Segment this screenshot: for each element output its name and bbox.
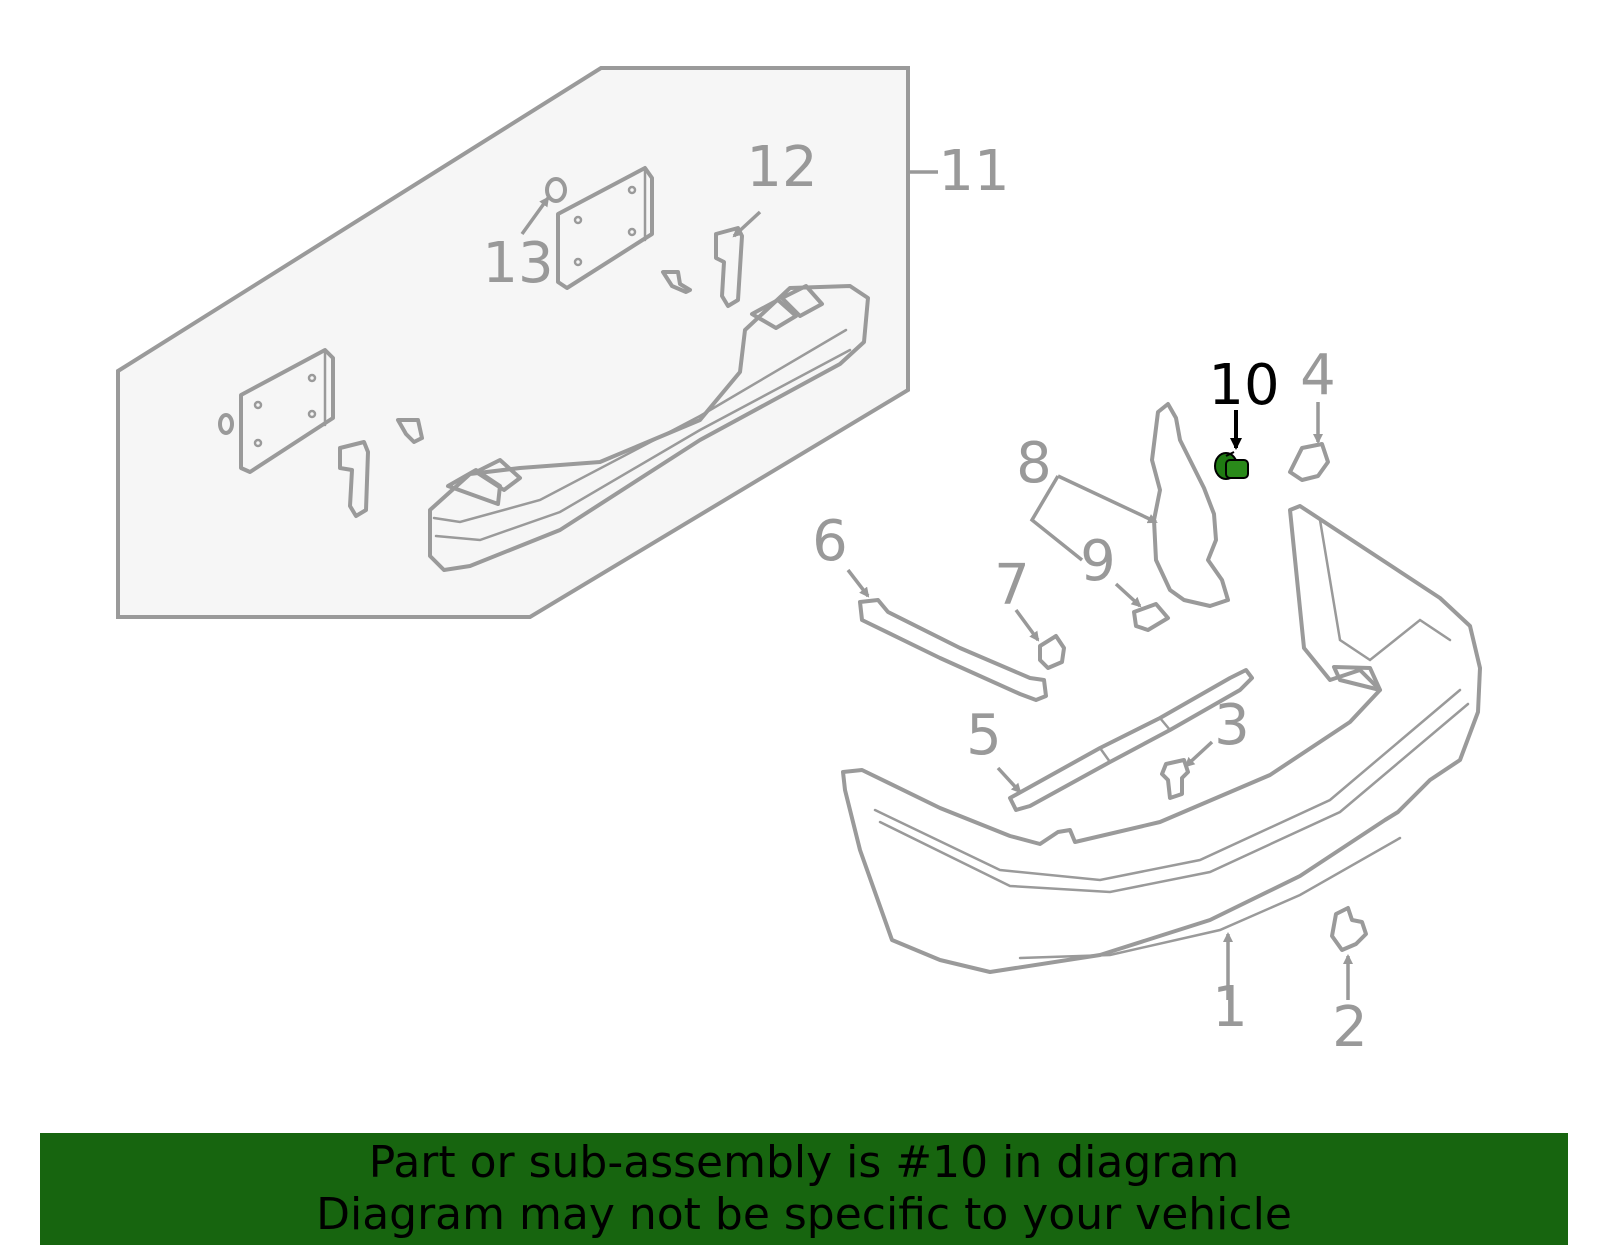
callout-3: 3 (1214, 693, 1250, 758)
highlighted-part-10 (1214, 451, 1249, 480)
callout-2: 2 (1332, 995, 1368, 1060)
subassembly-panel (116, 66, 938, 619)
callout-10: 10 (1208, 353, 1279, 418)
banner-line-1: Part or sub-assembly is #10 in diagram (368, 1137, 1240, 1188)
callout-11: 11 (938, 139, 1009, 204)
grommet-13 (545, 177, 567, 203)
callout-12: 12 (746, 135, 817, 200)
info-banner: Part or sub-assembly is #10 in diagram D… (40, 1133, 1568, 1245)
license-bracket-lower (239, 348, 335, 474)
bumper-cover (841, 504, 1482, 974)
callout-5: 5 (966, 703, 1002, 768)
bumper-absorber (428, 284, 870, 572)
callout-13: 13 (482, 231, 553, 296)
nut-7 (1038, 634, 1066, 670)
side-bracket-8 (1150, 402, 1230, 608)
bolt-3 (1160, 758, 1190, 800)
banner-line-2: Diagram may not be specific to your vehi… (316, 1189, 1292, 1240)
clip-2 (1330, 906, 1368, 952)
license-bracket-upper (556, 166, 654, 290)
reinforcement-5 (1008, 668, 1254, 812)
callout-9: 9 (1080, 529, 1116, 594)
callout-7: 7 (994, 553, 1030, 618)
callout-6: 6 (812, 509, 848, 574)
clip-4 (1288, 442, 1330, 482)
clip-9 (1132, 602, 1170, 632)
callout-4: 4 (1300, 343, 1336, 408)
callout-8: 8 (1016, 431, 1052, 496)
callout-1: 1 (1212, 975, 1248, 1040)
leader-lines (520, 196, 1353, 1000)
strip-6 (858, 598, 1048, 702)
